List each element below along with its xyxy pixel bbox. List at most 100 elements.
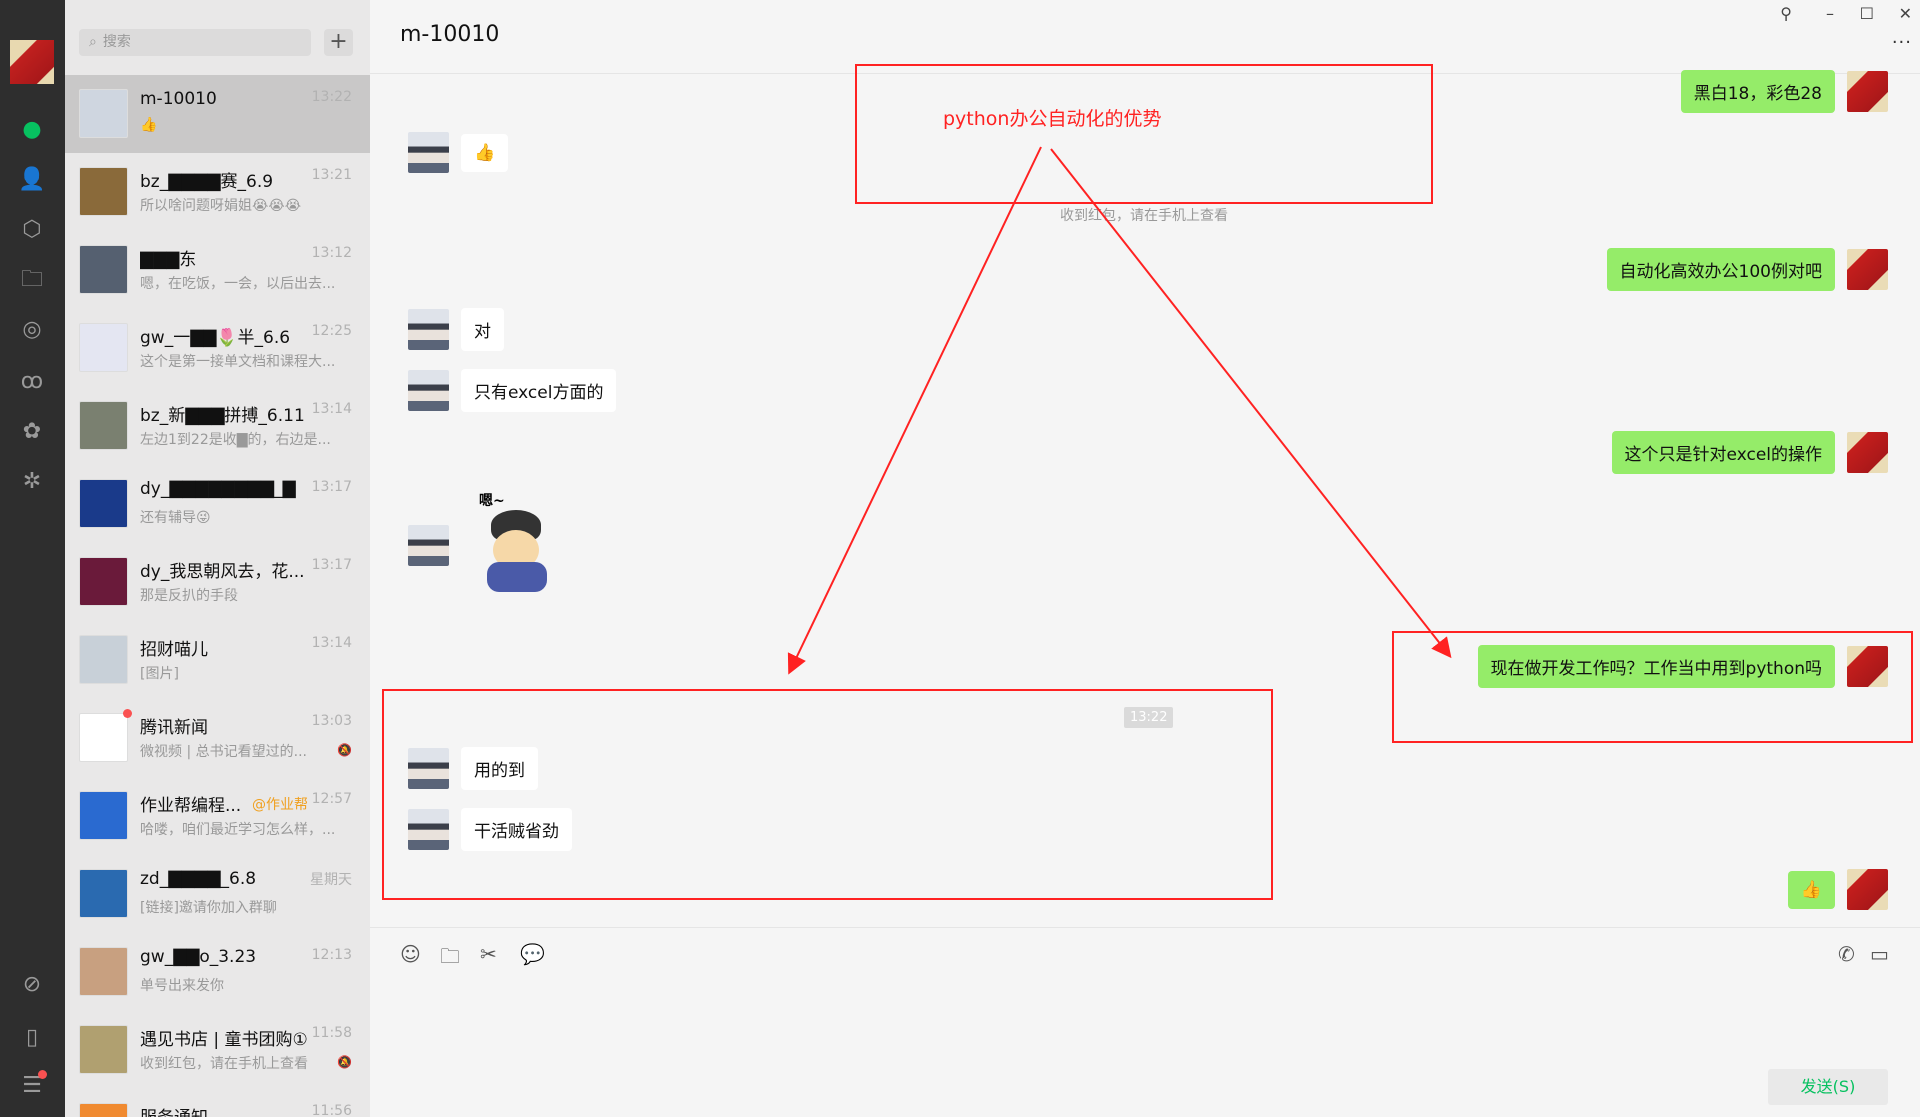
channels-icon[interactable]: ꝏ [20, 369, 44, 394]
chat-name: dy_我思朝风去，花... [140, 562, 305, 582]
screenshot-icon[interactable]: ✂ [480, 942, 497, 966]
maximize-button[interactable]: ☐ [1859, 4, 1874, 23]
pin-icon[interactable]: ⚲ [1780, 4, 1792, 23]
search-placeholder: 搜索 [102, 34, 131, 50]
chat-avatar [79, 557, 128, 606]
chat-preview: [图片] [140, 666, 179, 682]
chat-preview: 哈喽，咱们最近学习怎么样，... [140, 822, 336, 838]
minimize-button[interactable]: – [1826, 4, 1834, 23]
chat-time: 13:12 [311, 245, 352, 261]
chat-list-item[interactable]: 作业帮编程... 12:57 哈喽，咱们最近学习怎么样，...@作业帮 [65, 777, 370, 855]
folder-icon[interactable]: 🗀 [20, 267, 43, 292]
input-area[interactable]: ☺ 🗀 ✂ 💬 ✆ ▭ 发送(S) [370, 927, 1920, 1117]
chat-list-item[interactable]: bz_▇▇▇▇赛_6.9 13:21 所以啥问题呀娟姐😭😭😭 [65, 153, 370, 231]
chat-preview: 嗯，在吃饭，一会，以后出去... [140, 276, 336, 292]
contacts-icon[interactable]: 👤 [18, 167, 46, 192]
chat-name: dy_▇▇▇▇▇▇▇▇_▇ [140, 479, 296, 499]
send-button[interactable]: 发送(S) [1768, 1069, 1888, 1105]
my-avatar[interactable] [1847, 646, 1888, 687]
voice-call-icon[interactable]: ✆ [1838, 942, 1855, 966]
chat-preview: 还有辅导😜 [140, 510, 211, 526]
contact-avatar[interactable] [408, 748, 449, 789]
chat-avatar [79, 245, 128, 294]
chat-list-item[interactable]: ▇▇▇东 13:12 嗯，在吃饭，一会，以后出去... [65, 231, 370, 309]
message-bubble[interactable]: 干活贼省劲 [461, 808, 572, 851]
add-button[interactable]: + [324, 29, 353, 56]
chat-avatar [79, 479, 128, 528]
chat-avatar [79, 869, 128, 918]
mini-programs-icon[interactable]: ⊘ [22, 972, 42, 997]
message-bubble[interactable]: 用的到 [461, 747, 538, 790]
chat-list-item[interactable]: dy_▇▇▇▇▇▇▇▇_▇ 13:17 还有辅导😜 [65, 465, 370, 543]
chat-name: 作业帮编程... [140, 796, 242, 816]
message-bubble[interactable]: 自动化高效办公100例对吧 [1606, 248, 1835, 291]
chat-list-item[interactable]: 遇见书店 | 童书团购① 11:58 收到红包，请在手机上查看🔕 [65, 1011, 370, 1089]
message-bubble[interactable]: 这个只是针对excel的操作 [1611, 431, 1835, 474]
chat-avatar [79, 1025, 128, 1074]
mute-icon: 🔕 [337, 743, 352, 757]
chat-list-item[interactable]: 招财喵儿 13:14 [图片] [65, 621, 370, 699]
message-bubble[interactable]: 只有excel方面的 [461, 369, 617, 412]
chat-name: zd_▇▇▇▇_6.8 [140, 869, 257, 889]
miniprogram-icon[interactable]: ✲ [22, 469, 42, 494]
contact-avatar[interactable] [408, 309, 449, 350]
chat-preview: 这个是第一接单文档和课程大... [140, 354, 336, 370]
message-bubble[interactable]: 👍 [1787, 870, 1835, 909]
chat-preview: 所以啥问题呀娟姐😭😭😭 [140, 198, 302, 214]
chat-title: m-10010 [400, 22, 500, 47]
contact-avatar[interactable] [408, 132, 449, 173]
close-button[interactable]: ✕ [1898, 4, 1912, 23]
phone-icon[interactable]: ▯ [25, 1025, 39, 1050]
my-avatar[interactable] [1847, 71, 1888, 112]
emoji-icon[interactable]: ☺ [400, 942, 421, 966]
chat-list-item[interactable]: bz_新▇▇▇拼搏_6.11 13:14 左边1到22是收▇的，右边是... [65, 387, 370, 465]
chat-list-item[interactable]: zd_▇▇▇▇_6.8 星期天 [链接]邀请你加入群聊 [65, 855, 370, 933]
contact-avatar[interactable] [408, 524, 449, 566]
menu-icon[interactable]: ☰ [22, 1073, 42, 1098]
chat-icon[interactable]: ● [22, 117, 42, 142]
video-call-icon[interactable]: ▭ [1870, 942, 1889, 966]
contact-avatar[interactable] [408, 809, 449, 850]
chat-time: 11:56 [311, 1103, 352, 1117]
chat-history-icon[interactable]: 💬 [520, 942, 545, 966]
message-left: 只有excel方面的 [408, 369, 617, 412]
arrow-right [1050, 148, 1452, 659]
chat-list-item[interactable]: 服务通知 11:56 [65, 1089, 370, 1117]
my-avatar[interactable] [1847, 249, 1888, 290]
my-avatar[interactable] [10, 40, 54, 84]
sticker-caption: 嗯~ [479, 493, 505, 509]
arrow-left [787, 146, 1042, 675]
chat-list-item[interactable]: gw_一▇▇🌷半_6.6 12:25 这个是第一接单文档和课程大... [65, 309, 370, 387]
message-bubble[interactable]: 对 [461, 308, 504, 351]
sticker-image[interactable]: 嗯~ [479, 490, 559, 600]
chat-time: 13:17 [311, 557, 352, 573]
chat-time: 13:21 [311, 167, 352, 183]
message-right: 👍 [1787, 869, 1888, 910]
search-feature-icon[interactable]: ✿ [22, 419, 42, 444]
message-bubble[interactable]: 现在做开发工作吗？工作当中用到python吗 [1477, 645, 1835, 688]
chat-preview: [链接]邀请你加入群聊 [140, 900, 277, 916]
chat-list-item[interactable]: gw_▇▇o_3.23 12:13 单号出来发你 [65, 933, 370, 1011]
chat-name: 招财喵儿 [140, 640, 208, 660]
message-bubble[interactable]: 👍 [461, 133, 509, 172]
search-input[interactable]: ⌕搜索 [79, 29, 311, 56]
chat-list-item[interactable]: 腾讯新闻 13:03 微视频 | 总书记看望过的...🔕 [65, 699, 370, 777]
nav-sidebar: ● 👤 ⬡ 🗀 ◎ ꝏ ✿ ✲ ⊘ ▯ ☰ [0, 0, 65, 1117]
chat-name: m-10010 [140, 89, 217, 109]
collections-icon[interactable]: ⬡ [22, 217, 42, 242]
message-bubble[interactable]: 黑白18，彩色28 [1680, 70, 1835, 113]
chat-preview: 单号出来发你 [140, 978, 224, 994]
chat-name: gw_一▇▇🌷半_6.6 [140, 328, 291, 348]
menu-badge [38, 1070, 47, 1079]
chat-list-item[interactable]: m-10010 13:22 👍 [65, 75, 370, 153]
moments-icon[interactable]: ◎ [22, 317, 42, 342]
contact-avatar[interactable] [408, 370, 449, 411]
chat-list-item[interactable]: dy_我思朝风去，花... 13:17 那是反扒的手段 [65, 543, 370, 621]
my-avatar[interactable] [1847, 432, 1888, 473]
file-icon[interactable]: 🗀 [440, 944, 460, 968]
my-avatar[interactable] [1847, 869, 1888, 910]
unread-badge [123, 709, 132, 718]
more-icon[interactable]: ··· [1891, 32, 1912, 53]
chat-name: bz_新▇▇▇拼搏_6.11 [140, 406, 305, 426]
chat-header: m-10010 ⚲ – ☐ ✕ ··· [370, 0, 1920, 74]
